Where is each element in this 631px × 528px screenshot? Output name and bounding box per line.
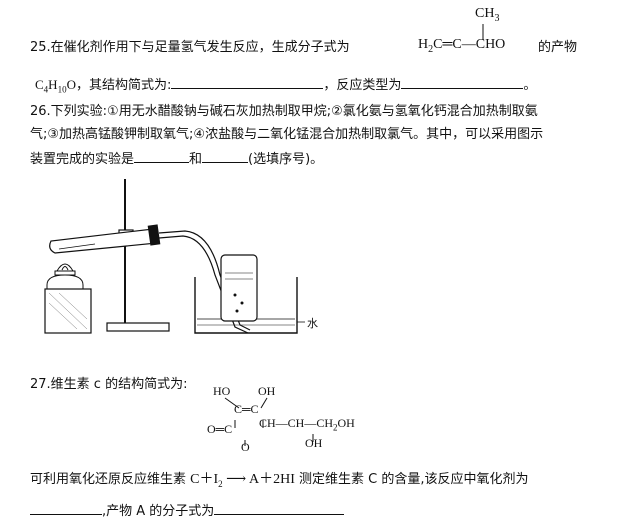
q26-apparatus-diagram: 水: [44, 179, 318, 334]
q25-structure-bond: [482, 24, 484, 40]
q25-structure-answer-blank[interactable]: [171, 74, 324, 89]
q26-answer-blank-1[interactable]: [134, 148, 190, 163]
q25-reaction-type-blank[interactable]: [401, 74, 524, 89]
test-tube: [49, 224, 161, 254]
q27-oxidant-blank[interactable]: [30, 500, 102, 515]
q25-structure-main: H2C═C—CHO: [418, 37, 506, 55]
q27-equation: C＋I2 ⟶ A＋2HI: [190, 472, 295, 489]
vitc-c-eq-c: C═C: [234, 402, 259, 416]
water-trough: [194, 277, 298, 334]
vitc-ch-chain: CH—CH—CH2OH: [259, 416, 355, 433]
vitc-ho: HO: [213, 384, 231, 398]
q26-line3: 装置完成的实验是和(选填序号)。: [30, 148, 323, 169]
q25-line1-text: 25.在催化剂作用下与足量氢气发生反应，生成分子式为: [30, 40, 350, 55]
vitc-ring-o: O: [241, 440, 250, 454]
q25-formula: C4H10O: [35, 77, 76, 95]
q25-line1-suffix: 的产物: [538, 40, 578, 55]
water-label: 水: [307, 317, 318, 330]
q27-line-last: ,产物 A 的分子式为: [30, 500, 345, 521]
q27-intro: 27.维生素 c 的结构简式为:: [30, 377, 188, 392]
alcohol-lamp: [46, 263, 84, 290]
q26-line2: 气;③加热高锰酸钾制取氧气;④浓盐酸与二氧化锰混合加热制取氯气。其中，可以采用图…: [30, 127, 544, 142]
q25-line2: C4H10O，其结构简式为:，反应类型为。: [35, 74, 536, 99]
q26-line1: 26.下列实验:①用无水醋酸钠与碱石灰加热制取甲烷;②氯化氨与氢氧化钙混合加热制…: [30, 104, 538, 119]
q25-structure-ch3: CH3: [475, 6, 500, 24]
delivery-tube: [158, 230, 251, 331]
collection-bottle: [220, 254, 258, 322]
vitc-oh-bottom: OH: [305, 436, 323, 450]
vitc-bonds: [224, 397, 314, 446]
q26-answer-blank-2[interactable]: [202, 148, 249, 163]
vitc-o-eq-c: O═C: [207, 422, 233, 436]
stand-base: [106, 322, 170, 332]
vitc-oh-top: OH: [258, 384, 276, 398]
q27-product-formula-blank[interactable]: [214, 500, 345, 515]
q27-reaction-line: 可利用氧化还原反应维生素 C＋I2 ⟶ A＋2HI 测定维生素 C 的含量,该反…: [30, 472, 529, 489]
